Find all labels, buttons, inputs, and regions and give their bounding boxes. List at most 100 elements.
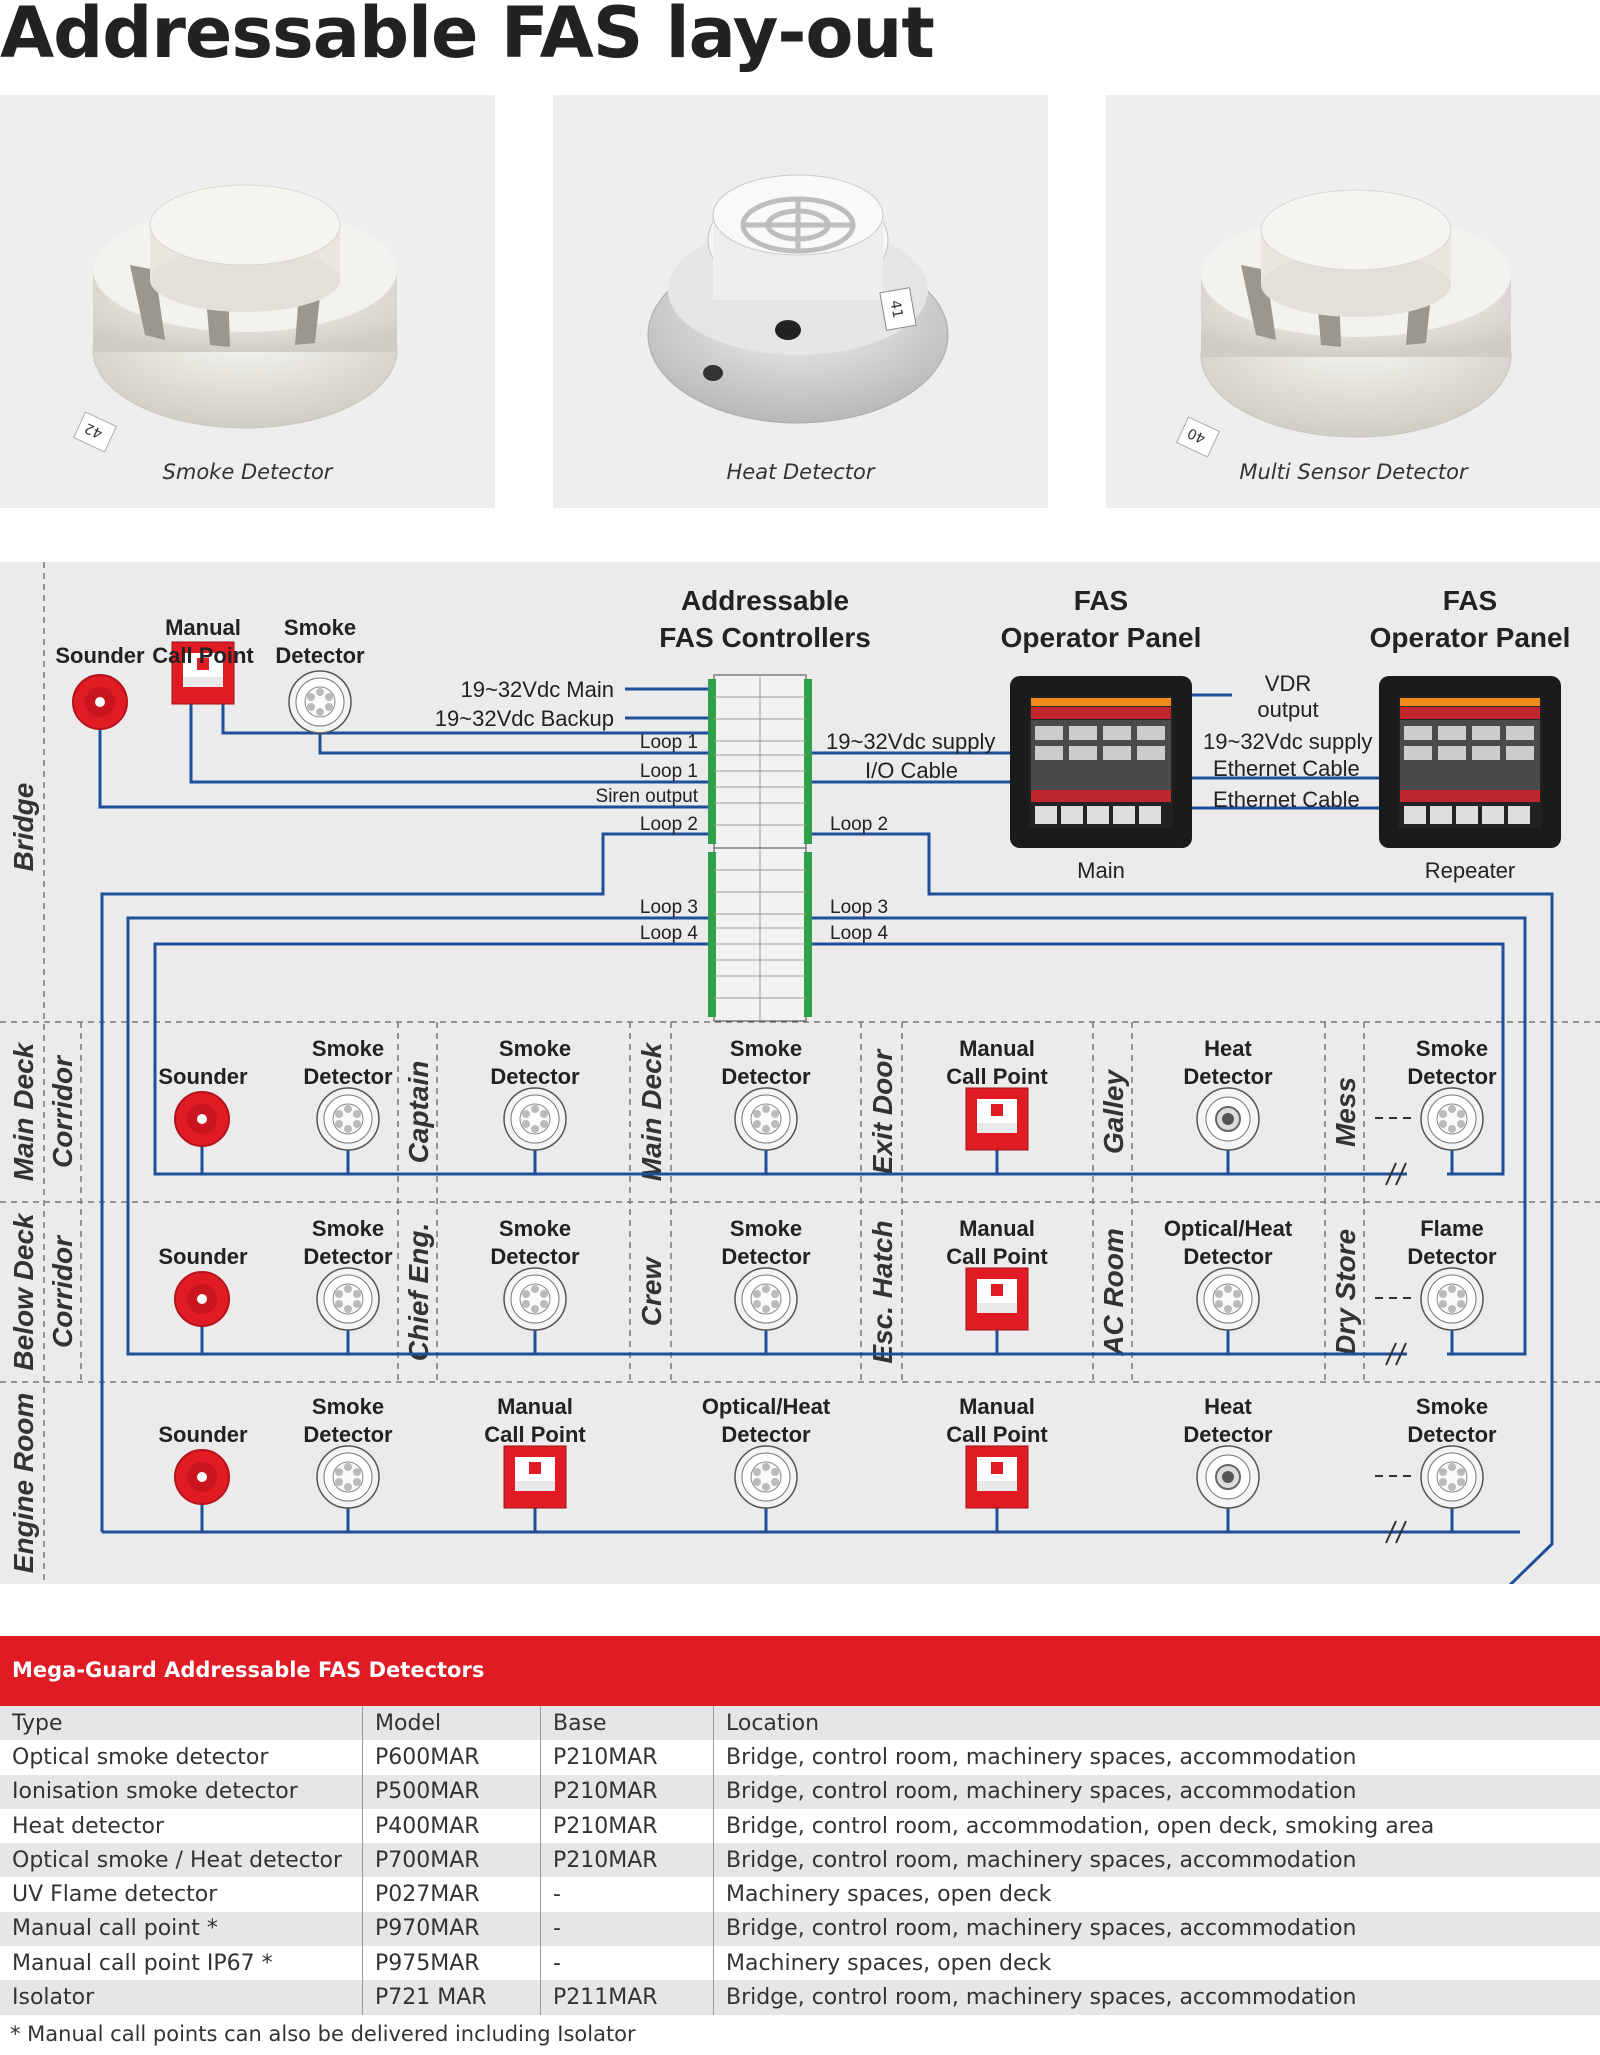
zone-dividers bbox=[0, 562, 1600, 1584]
room-label: Esc. Hatch bbox=[867, 1220, 898, 1363]
table-cell: Bridge, control room, machinery spaces, … bbox=[713, 1740, 1600, 1775]
table-cell: Isolator bbox=[0, 1980, 363, 2015]
device-label: Detector bbox=[1183, 1244, 1273, 1269]
loop-label: Loop 1 bbox=[640, 761, 698, 782]
table-cell: Bridge, control room, machinery spaces, … bbox=[713, 1911, 1600, 1947]
table-title: Mega-Guard Addressable FAS Detectors bbox=[12, 1658, 485, 1682]
table-header: Base bbox=[540, 1706, 714, 1741]
table-cell: - bbox=[540, 1911, 714, 1947]
device-label: Call Point bbox=[946, 1244, 1048, 1269]
flame-detector-icon bbox=[1420, 1267, 1484, 1331]
smoke-detector-card: 42 Smoke Detector bbox=[0, 95, 495, 508]
card-caption: Heat Detector bbox=[726, 460, 875, 484]
optical-heat-detector-icon bbox=[734, 1445, 798, 1509]
zone-label-corridor: Corridor bbox=[47, 1054, 78, 1168]
table-header: Location bbox=[713, 1706, 1600, 1741]
table-header-row: Type Model Base Location bbox=[0, 1706, 1600, 1741]
device-label: Smoke bbox=[312, 1216, 384, 1241]
table-cell: P970MAR bbox=[362, 1911, 541, 1947]
device-label: Manual bbox=[165, 615, 241, 640]
zone-label-engine-room: Engine Room bbox=[8, 1393, 39, 1573]
device-label: Detector bbox=[721, 1422, 811, 1447]
ethernet-label: Ethernet Cable bbox=[1213, 756, 1360, 781]
vdr-label: VDR bbox=[1265, 671, 1311, 696]
smoke-detector-icon bbox=[503, 1267, 567, 1331]
siren-label: Siren output bbox=[596, 786, 699, 807]
device-label: Sounder bbox=[158, 1244, 248, 1269]
heat-detector-card: 41 Heat Detector bbox=[553, 95, 1048, 508]
io-cable-label: I/O Cable bbox=[865, 758, 958, 783]
loop-label: Loop 3 bbox=[640, 897, 698, 918]
device-label: Sounder bbox=[158, 1422, 248, 1447]
device-label: Detector bbox=[490, 1244, 580, 1269]
device-label: Smoke bbox=[499, 1036, 571, 1061]
fas-controller-upper bbox=[707, 674, 813, 849]
device-label: Optical/Heat bbox=[1164, 1216, 1293, 1241]
sounder-icon bbox=[174, 1271, 230, 1327]
room-label: Galley bbox=[1098, 1069, 1129, 1154]
panel-heading: FAS bbox=[1443, 585, 1497, 616]
manual-call-point-icon bbox=[965, 1087, 1029, 1151]
manual-call-point-icon bbox=[503, 1445, 567, 1509]
smoke-detector-icon bbox=[288, 670, 352, 734]
table-cell: P700MAR bbox=[362, 1843, 541, 1878]
loop-label: Loop 4 bbox=[640, 923, 699, 944]
device-label: Sounder bbox=[55, 643, 145, 668]
smoke-detector-icon bbox=[1420, 1087, 1484, 1151]
device-label: Smoke bbox=[1416, 1394, 1488, 1419]
sounder-icon bbox=[174, 1449, 230, 1505]
table-cell: P210MAR bbox=[540, 1843, 714, 1878]
controllers-heading: FAS Controllers bbox=[659, 622, 871, 653]
table-cell: P600MAR bbox=[362, 1740, 541, 1775]
loop-label: Loop 3 bbox=[830, 897, 888, 918]
heat-detector-icon bbox=[1196, 1445, 1260, 1509]
device-label: Call Point bbox=[946, 1064, 1048, 1089]
panel-caption: Main bbox=[1077, 858, 1125, 883]
room-label: Mess bbox=[1330, 1077, 1361, 1147]
table-row: Heat detector P400MAR P210MAR Bridge, co… bbox=[0, 1808, 1600, 1844]
panel-caption: Repeater bbox=[1425, 858, 1516, 883]
table-cell: Machinery spaces, open deck bbox=[713, 1877, 1600, 1912]
device-label: Sounder bbox=[158, 1064, 248, 1089]
panel-heading: FAS bbox=[1074, 585, 1128, 616]
table-row: UV Flame detector P027MAR - Machinery sp… bbox=[0, 1877, 1600, 1912]
card-tag: 41 bbox=[887, 299, 906, 319]
device-label: Detector bbox=[303, 1064, 393, 1089]
zone-label-main-deck: Main Deck bbox=[8, 1041, 39, 1181]
loop-label: Loop 4 bbox=[830, 923, 889, 944]
controllers-heading: Addressable bbox=[681, 585, 849, 616]
room-label: Exit Door bbox=[867, 1048, 898, 1175]
table-cell: Heat detector bbox=[0, 1808, 363, 1844]
smoke-detector-icon bbox=[316, 1087, 380, 1151]
device-label: Smoke bbox=[1416, 1036, 1488, 1061]
room-label: AC Room bbox=[1098, 1228, 1129, 1357]
supply-label: 19~32Vdc supply bbox=[1203, 729, 1372, 754]
smoke-detector-icon bbox=[734, 1087, 798, 1151]
table-footnote: * Manual call points can also be deliver… bbox=[10, 2022, 636, 2046]
table-cell: - bbox=[540, 1946, 714, 1981]
fas-wiring-diagram: Bridge Main Deck Corridor Below Deck Cor… bbox=[0, 562, 1600, 1584]
sounder-icon bbox=[72, 674, 128, 730]
device-label: Smoke bbox=[312, 1036, 384, 1061]
operator-panel-repeater-icon bbox=[1379, 676, 1561, 848]
table-cell: UV Flame detector bbox=[0, 1877, 363, 1912]
table-title-bar: Mega-Guard Addressable FAS Detectors bbox=[0, 1636, 1600, 1706]
loop-label: Loop 2 bbox=[830, 814, 888, 835]
supply-main-label: 19~32Vdc Main bbox=[461, 677, 615, 702]
table-cell: P400MAR bbox=[362, 1808, 541, 1844]
smoke-detector-icon bbox=[503, 1087, 567, 1151]
device-label: Manual bbox=[959, 1036, 1035, 1061]
table-row: Manual call point * P970MAR - Bridge, co… bbox=[0, 1911, 1600, 1947]
multi-sensor-card: 40 Multi Sensor Detector bbox=[1106, 95, 1600, 508]
device-label: Optical/Heat bbox=[702, 1394, 831, 1419]
ethernet-label: Ethernet Cable bbox=[1213, 787, 1360, 812]
table-cell: Bridge, control room, machinery spaces, … bbox=[713, 1774, 1600, 1809]
device-label: Flame bbox=[1420, 1216, 1484, 1241]
table-row: Optical smoke detector P600MAR P210MAR B… bbox=[0, 1740, 1600, 1775]
loop-label: Loop 1 bbox=[640, 732, 698, 753]
fas-controller-lower bbox=[707, 847, 813, 1022]
device-label: Heat bbox=[1204, 1394, 1252, 1419]
table-cell: P210MAR bbox=[540, 1774, 714, 1809]
device-label: Smoke bbox=[730, 1036, 802, 1061]
table-row: Ionisation smoke detector P500MAR P210MA… bbox=[0, 1774, 1600, 1809]
